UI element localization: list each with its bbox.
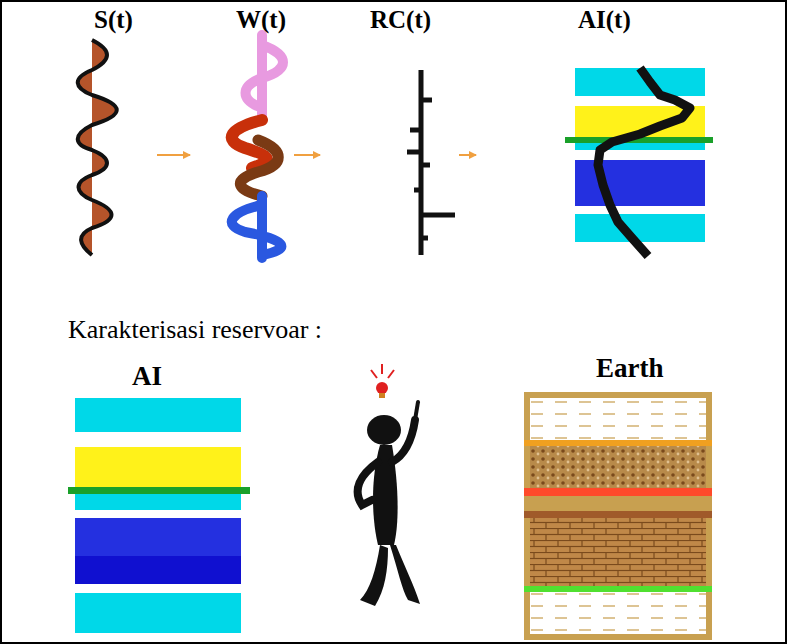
flow-arrow: [459, 154, 476, 156]
seismic-trace: [78, 40, 117, 255]
flow-arrow: [157, 154, 190, 156]
reflectivity-series: [407, 70, 455, 255]
panel-heading: AI: [132, 362, 162, 392]
impedance-column-panel: AI: [66, 360, 252, 636]
earth-column-panel: Earth: [520, 354, 714, 642]
impedance-column: [68, 398, 250, 633]
panel-heading: Earth: [596, 354, 664, 384]
panel-heading: S(t): [94, 6, 133, 34]
stick-figure: [358, 364, 420, 606]
geologic-column: [524, 392, 712, 640]
panel-heading: RC(t): [370, 6, 431, 34]
panel-heading: AI(t): [578, 6, 631, 34]
wavelet-panel: W(t): [192, 2, 292, 262]
panel-heading: W(t): [236, 6, 286, 34]
wavelet: [232, 35, 283, 258]
impedance-panel: AI(t): [478, 2, 715, 262]
seismic-panel: S(t): [60, 2, 155, 262]
section-label: Karakterisasi reservoar :: [68, 316, 322, 345]
reflectivity-panel: RC(t): [322, 2, 457, 262]
impedance-log: [565, 68, 713, 256]
flow-arrow: [294, 154, 320, 156]
